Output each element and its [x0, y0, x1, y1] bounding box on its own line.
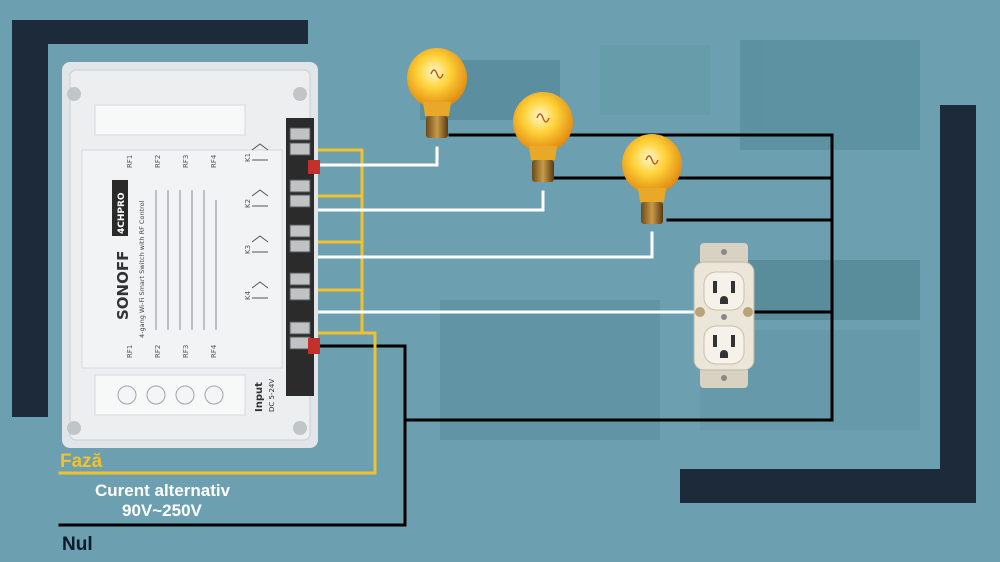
rf-label-bottom: RF1 [126, 345, 134, 358]
ac-label-line2: 90V~250V [122, 501, 202, 520]
relay-symbols [251, 143, 269, 299]
bulb-icon [407, 48, 467, 138]
load-k1 [306, 146, 439, 167]
outlet-icon [693, 243, 755, 388]
screw-terminal [289, 142, 311, 156]
ac-label-line1: Curent alternativ [95, 481, 231, 500]
pushbutton-icon [175, 385, 195, 405]
brand-label: SONOFF [114, 251, 132, 320]
rf-label-bottom: RF2 [154, 345, 162, 358]
load-k3 [306, 231, 654, 259]
pushbutton-icon [117, 385, 137, 405]
neutral-bus [403, 133, 834, 422]
rf-labels-top: RF1 RF2 RF3 RF4 [126, 154, 218, 168]
screw-terminal [289, 321, 311, 335]
screw-terminal [289, 287, 311, 301]
background-boards [420, 40, 920, 440]
subtitle-label: 4-gang Wi-Fi Smart Switch with RF Contro… [138, 200, 146, 338]
rf-label-bottom: RF4 [210, 344, 218, 358]
screw-terminal [289, 272, 311, 286]
rf-label-top: RF1 [126, 155, 134, 168]
bulb-icon [622, 134, 682, 224]
frame [12, 20, 976, 503]
pushbuttons [117, 385, 224, 405]
channel-label: K4 [244, 290, 252, 300]
neutral-label: Nul [62, 534, 93, 555]
pushbutton-icon [204, 385, 224, 405]
rf-labels-bottom: RF1 RF2 RF3 RF4 [126, 344, 218, 358]
channel-label: K2 [244, 199, 252, 208]
phase-label: Fază [60, 451, 103, 472]
input-label: Input [254, 382, 265, 412]
sonoff-device: SONOFF 4CHPRO 4-gang Wi-Fi Smart Switch … [62, 62, 320, 448]
channel-label: K3 [244, 245, 252, 254]
load-k2 [306, 190, 545, 212]
phase-wire [58, 331, 377, 475]
neutral-wire [58, 344, 407, 527]
spec-lines [155, 190, 217, 330]
screw-terminal [289, 224, 311, 238]
pushbutton-icon [146, 385, 166, 405]
screw-terminal [289, 179, 311, 193]
screw-terminal [289, 194, 311, 208]
input-range-label: DC 5-24V [268, 379, 276, 412]
channel-label: K1 [244, 153, 252, 162]
screw-terminal [289, 336, 311, 350]
rf-label-top: RF4 [210, 154, 218, 168]
rf-label-bottom: RF3 [182, 345, 190, 358]
rf-label-top: RF2 [154, 155, 162, 168]
model-label: 4CHPRO [117, 192, 127, 234]
screw-terminal [289, 127, 311, 141]
screw-terminal [289, 239, 311, 253]
bulb-icon [513, 92, 573, 182]
rf-label-top: RF3 [182, 155, 190, 168]
terminal-block [286, 118, 320, 396]
